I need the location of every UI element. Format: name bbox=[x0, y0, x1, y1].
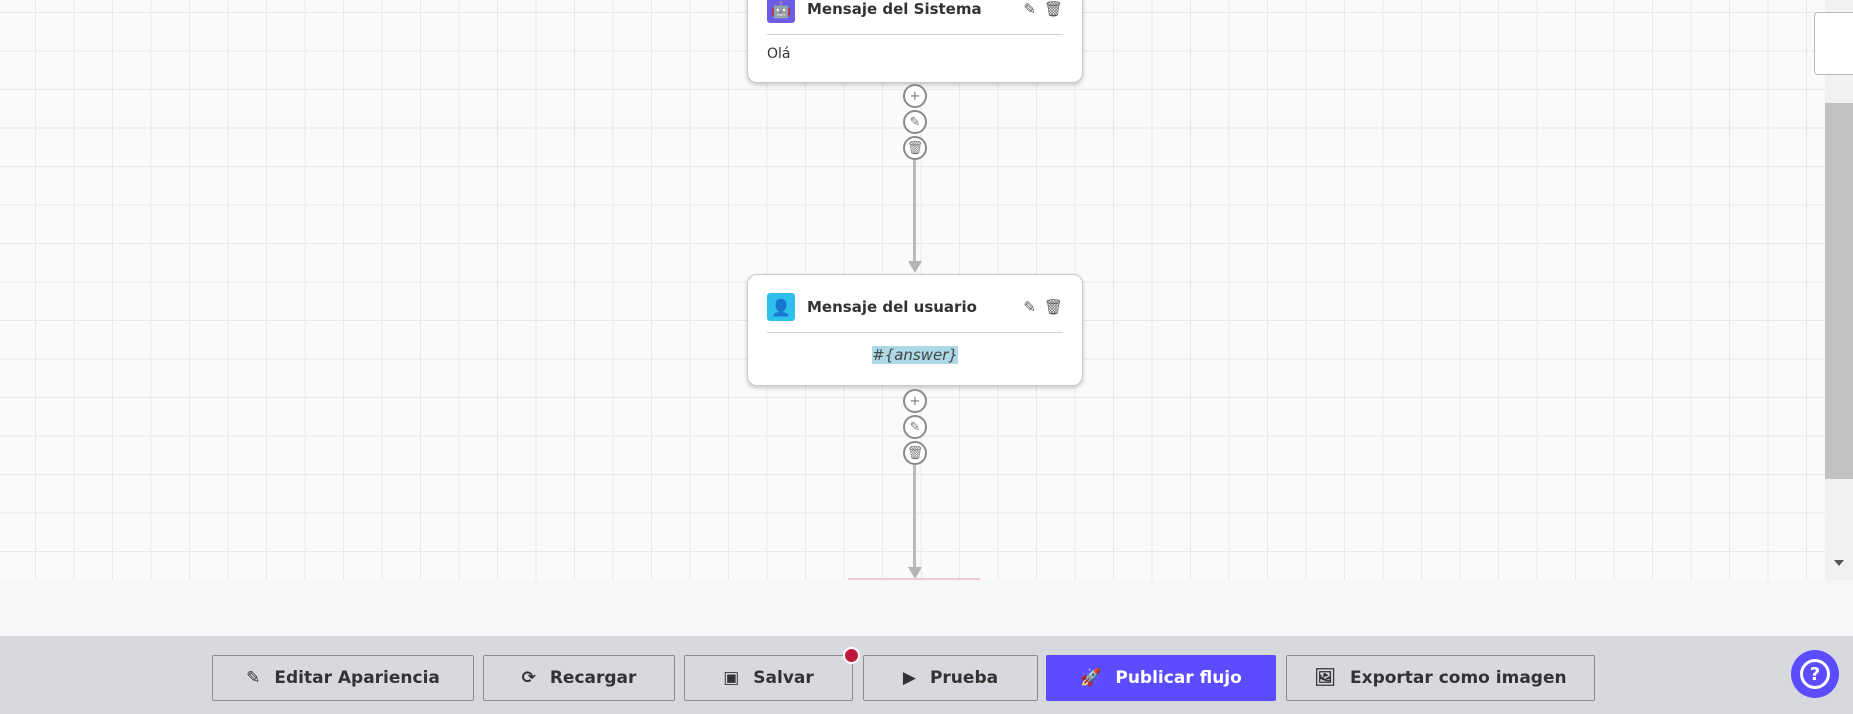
save-icon: ▣ bbox=[723, 668, 740, 688]
publish-flow-button[interactable]: 🚀 Publicar flujo bbox=[1046, 655, 1276, 701]
delete-connection-button[interactable]: 🗑 bbox=[903, 136, 927, 160]
save-button[interactable]: ▣ Salvar bbox=[684, 655, 853, 701]
button-label: Salvar bbox=[753, 668, 814, 688]
connector-line bbox=[913, 160, 916, 262]
add-node-button[interactable]: + bbox=[903, 84, 927, 108]
reload-button[interactable]: ⟳ Recargar bbox=[483, 655, 675, 701]
trash-icon[interactable]: 🗑 bbox=[1043, 298, 1063, 316]
next-node-edge bbox=[848, 578, 980, 580]
unsaved-changes-dot bbox=[843, 647, 860, 664]
user-icon: 👤 bbox=[767, 293, 795, 321]
rocket-icon: 🚀 bbox=[1080, 668, 1102, 688]
refresh-icon: ⟳ bbox=[521, 668, 536, 688]
button-label: Publicar flujo bbox=[1115, 668, 1242, 688]
button-label: Editar Apariencia bbox=[274, 668, 440, 688]
image-icon: 🖼 bbox=[1314, 668, 1336, 688]
node-body: Olá bbox=[767, 46, 791, 62]
trash-icon[interactable]: 🗑 bbox=[1043, 0, 1063, 18]
button-label: Recargar bbox=[549, 668, 637, 688]
connector-line bbox=[913, 465, 916, 570]
play-icon: ▶ bbox=[902, 668, 916, 688]
edit-icon: ✎ bbox=[246, 668, 261, 688]
flow-canvas[interactable]: 🤖 Mensaje del Sistema ✎ 🗑 Olá + ✎ 🗑 👤 Me… bbox=[0, 0, 1825, 580]
connector-arrow bbox=[908, 261, 922, 273]
edit-connection-button[interactable]: ✎ bbox=[903, 110, 927, 134]
divider bbox=[767, 332, 1063, 333]
scrollbar-thumb[interactable] bbox=[1825, 103, 1853, 479]
edit-connection-button[interactable]: ✎ bbox=[903, 415, 927, 439]
test-button[interactable]: ▶ Prueba bbox=[863, 655, 1038, 701]
edit-icon[interactable]: ✎ bbox=[1023, 298, 1036, 316]
edit-icon[interactable]: ✎ bbox=[1023, 0, 1036, 18]
edit-appearance-button[interactable]: ✎ Editar Apariencia bbox=[212, 655, 474, 701]
node-user-message[interactable]: 👤 Mensaje del usuario ✎ 🗑 #{answer} bbox=[747, 274, 1083, 386]
delete-connection-button[interactable]: 🗑 bbox=[903, 441, 927, 465]
node-system-message[interactable]: 🤖 Mensaje del Sistema ✎ 🗑 Olá bbox=[747, 0, 1083, 83]
node-title: Mensaje del usuario bbox=[807, 298, 977, 316]
minimap-panel[interactable] bbox=[1814, 12, 1853, 75]
node-title: Mensaje del Sistema bbox=[807, 0, 982, 18]
scroll-down-arrow[interactable] bbox=[1834, 560, 1844, 566]
button-label: Prueba bbox=[929, 668, 999, 688]
scrollbar[interactable] bbox=[1825, 0, 1853, 580]
robot-icon: 🤖 bbox=[767, 0, 795, 23]
bottom-toolbar: ✎ Editar Apariencia ⟳ Recargar ▣ Salvar ▶ Pr… bbox=[0, 636, 1853, 714]
add-node-button[interactable]: + bbox=[903, 389, 927, 413]
help-icon: ? bbox=[1800, 659, 1830, 689]
export-image-button[interactable]: 🖼 Exportar como imagen bbox=[1286, 655, 1595, 701]
node-body: #{answer} bbox=[872, 346, 958, 364]
help-button[interactable]: ? bbox=[1791, 650, 1839, 698]
divider bbox=[767, 34, 1063, 35]
connector-arrow bbox=[908, 567, 922, 579]
button-label: Exportar como imagen bbox=[1350, 668, 1567, 688]
